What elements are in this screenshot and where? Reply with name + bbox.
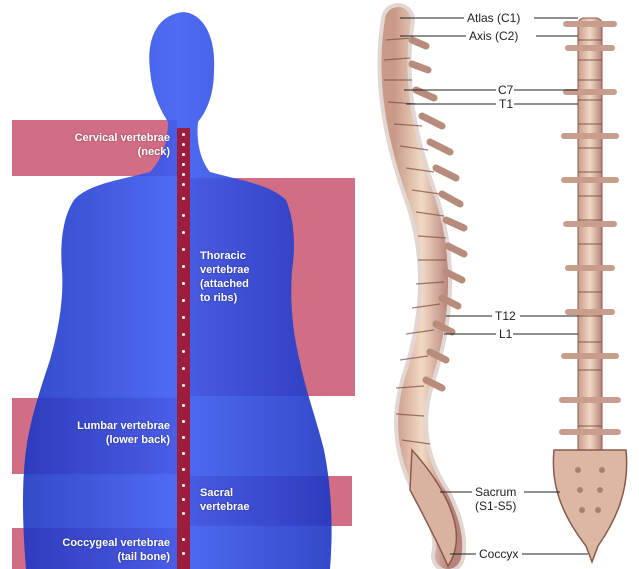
l1-label: L1 [498,327,513,341]
t12-label: T12 [494,309,517,323]
lumbar-label: Lumbar vertebrae (lower back) [10,419,170,447]
axis-c2-label: Axis (C2) [468,29,519,43]
sacral-label: Sacral vertebrae [200,486,320,514]
coccygeal-label: Coccygeal vertebrae (tail bone) [10,536,170,564]
body-silhouette-panel: Cervical vertebrae (neck) Thoracic verte… [0,0,360,569]
posterior-spine-view [553,18,626,562]
cervical-label: Cervical vertebrae (neck) [10,131,170,159]
sacrum-label: Sacrum (S1-S5) [474,485,517,513]
t1-label: T1 [498,97,514,111]
atlas-c1-label: Atlas (C1) [466,11,521,25]
lateral-spine-view [384,20,464,566]
spine-column-bar [177,128,190,569]
coccyx-label: Coccyx [478,547,519,561]
thoracic-label: Thoracic vertebrae (attached to ribs) [200,249,310,305]
c7-label: C7 [497,83,514,97]
spine-anatomy-panel: Atlas (C1) Axis (C2) C7 T1 T12 L1 Sacrum… [360,0,639,569]
